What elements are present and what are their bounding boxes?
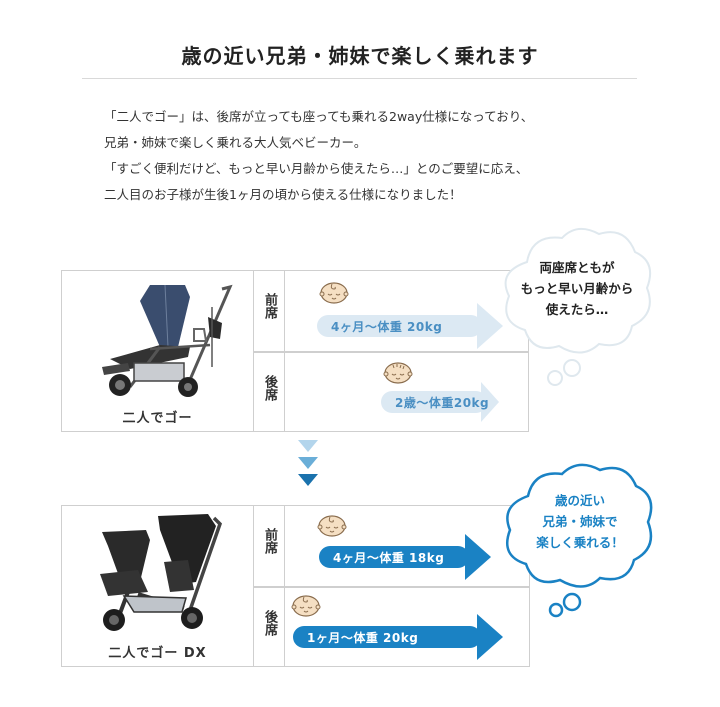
before-thought-bubble: 両座席ともが もっと早い月齢から 使えたら… [497,222,657,392]
rear-seat-label: 後席 [262,375,277,401]
after-comparison-table: 二人でゴー DX 前席 後席 4ヶ月〜体重 18kg [61,505,530,667]
baby-face-icon [317,515,347,537]
bubble-line: 兄弟・姉妹で [542,514,618,529]
product-cell: 二人でゴー [62,271,254,431]
product-name: 二人でゴー [122,411,193,426]
stroller-single-canopy-icon [102,284,233,397]
after-thought-bubble: 歳の近い 兄弟・姉妹で 楽しく乗れる！ [500,458,660,628]
row-divider [285,351,528,353]
cloud-bubble-icon [504,227,651,386]
front-seat-range: 4ヶ月〜体重 20kg [331,320,443,334]
arrow-head-icon [477,614,503,660]
intro-text: 「二人でゴー」は、後席が立っても座っても乗れる2way仕様になっており、 兄弟・… [104,104,644,208]
row-divider [254,586,284,588]
seat-ranges: 4ヶ月〜体重 18kg 1ヶ月〜体重 20kg [285,506,529,666]
seat-ranges: 4ヶ月〜体重 20kg 2歳〜体重20kg [285,271,528,431]
triple-down-arrow-icon [296,440,320,491]
bubble-text: 両座席ともが もっと早い月齢から 使えたら… [497,257,657,320]
rear-seat-range-arrow: 2歳〜体重20kg [381,382,499,422]
product-cell: 二人でゴー DX [62,506,254,666]
intro-line: 「二人でゴー」は、後席が立っても座っても乗れる2way仕様になっており、 [104,109,534,124]
down-arrow-light-icon [298,440,318,452]
stroller-double-canopy-icon [100,514,223,631]
toddler-face-icon [383,362,413,384]
front-seat-range-arrow: 4ヶ月〜体重 20kg [317,303,503,349]
product-name: 二人でゴー DX [108,646,207,661]
down-arrow-medium-icon [298,457,318,469]
bubble-line: 両座席ともが [539,260,615,275]
front-seat-label: 前席 [262,528,277,554]
title-divider [82,78,637,79]
front-seat-range-arrow: 4ヶ月〜体重 18kg [319,534,491,580]
rear-seat-label: 後席 [262,610,277,636]
cloud-bubble-icon [506,463,653,618]
arrow-head-icon [477,303,503,349]
rear-seat-range: 1ヶ月〜体重 20kg [307,631,419,645]
baby-face-icon [291,595,321,617]
seat-label-column: 前席 後席 [254,506,285,666]
row-divider [254,351,284,353]
baby-face-icon [319,282,349,304]
row-divider [285,586,529,588]
bubble-line: 楽しく乗れる！ [536,535,624,550]
bubble-line: もっと早い月齢から [520,281,634,296]
bubble-text: 歳の近い 兄弟・姉妹で 楽しく乗れる！ [500,490,660,553]
intro-line: 「すごく便利だけど、もっと早い月齢から使えたら…」とのご要望に応え、 [104,161,529,176]
before-comparison-table: 二人でゴー 前席 後席 4ヶ月〜体重 20kg [61,270,529,432]
intro-line: 兄弟・姉妹で楽しく乗れる大人気ベビーカー。 [104,135,367,150]
bubble-line: 使えたら… [545,302,609,317]
down-arrow-dark-icon [298,474,318,486]
rear-seat-range-arrow: 1ヶ月〜体重 20kg [293,614,503,660]
front-seat-range: 4ヶ月〜体重 18kg [333,551,445,565]
intro-line: 二人目のお子様が生後1ヶ月の頃から使える仕様になりました！ [104,187,462,202]
arrow-head-icon [465,534,491,580]
bubble-line: 歳の近い [554,493,605,508]
arrow-head-icon [481,382,499,422]
rear-seat-range: 2歳〜体重20kg [395,396,490,410]
seat-label-column: 前席 後席 [254,271,285,431]
page-title: 歳の近い兄弟・姉妹で楽しく乗れます [181,44,539,68]
front-seat-label: 前席 [262,293,277,319]
